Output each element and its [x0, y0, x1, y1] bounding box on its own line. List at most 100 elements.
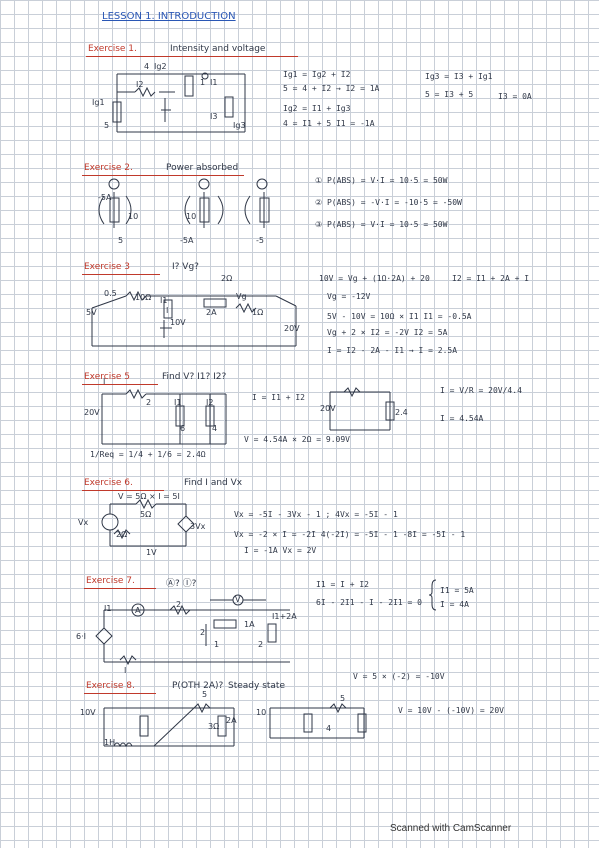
ex3-label-5v: 5V [86, 308, 97, 317]
ex1-label-i3: I3 [210, 112, 218, 121]
ex3-eq-6: I = I2 - 2A - I1 → I = 2.5A [327, 346, 458, 355]
ex1-label-4: 4 [144, 62, 150, 71]
ex5-label-20v: 20V [84, 408, 100, 417]
ex2-label-d: 10 [186, 212, 197, 221]
ex6-label-1v: 1V [146, 548, 157, 557]
ex7-label-v: V [235, 595, 241, 604]
ex1-eq-1: Ig1 = Ig2 + I2 [283, 70, 351, 79]
exercise-3-title: Exercise 3 [84, 262, 131, 272]
exercise-8-title: Exercise 8. [86, 681, 135, 691]
ex7-label-2c: 2 [258, 640, 264, 649]
exercise-7-underline [84, 588, 156, 589]
lesson-title: LESSON 1. INTRODUCTION [102, 11, 236, 22]
ex5-eq-3: I = 4.54A [440, 414, 484, 423]
ex1-label-ig2: Ig2 [154, 62, 167, 71]
exercise-2-subtitle: Power absorbed [166, 163, 239, 173]
ex7-label-1: 1 [214, 640, 220, 649]
exercise-6-circuit [101, 498, 195, 547]
ex8-voltage-note: V = 5 × (-2) = -10V [353, 672, 445, 681]
ex2-eq-2: ② P(ABS) = -V·I = -10·5 = -50W [315, 198, 462, 207]
ex3-label-i: I [166, 306, 169, 315]
ex7-label-2a: 2 [176, 600, 182, 609]
exercise-1-circuit [112, 72, 246, 133]
ex3-label-10ohm: 10Ω [135, 293, 152, 302]
ex2-label-c: 5 [118, 236, 124, 245]
exercise-1-subtitle: Intensity and voltage [170, 44, 266, 54]
ex2-label-e: -5A [180, 236, 194, 245]
ex3-eq-4: 5V - 10V = 10Ω × I1 I1 = -0.5A [327, 312, 472, 321]
ex2-label-b: 10 [128, 212, 139, 221]
ex3-eq-2: Vg = -12V [327, 292, 371, 301]
ex6-eq-2: Vx = -2 × I = -2I 4(-2I) = -5I - 1 -8I =… [234, 530, 466, 539]
ex1-eq-4: 4 = I1 + 5 I1 = -1A [283, 119, 375, 128]
ex8-label-5: 5 [202, 690, 208, 699]
ex8-label-5b: 5 [340, 694, 346, 703]
ex5-label-4: 4 [212, 424, 218, 433]
ex7-eq-1: I1 = I + I2 [316, 580, 369, 589]
exercise-2-underline [82, 175, 244, 176]
ex3-label-05: 0.5 [104, 289, 117, 298]
ex3-label-20v: 20V [284, 324, 300, 333]
ex6-eq-3: I = -1A Vx = 2V [244, 546, 317, 555]
exercise-5-title: Exercise 5 [84, 372, 131, 382]
ex6-label-2ohm: 2Ω [116, 530, 128, 539]
ex7-eq-2: 6I - 2I1 - I - 2I1 = 0 [316, 598, 422, 607]
exercise-5-circuit [101, 388, 227, 445]
ex8-label-10: 10 [256, 708, 267, 717]
ex7-label-i1-2a: I1+2A [272, 612, 297, 621]
ex8-label-2a: 2A [226, 716, 237, 725]
ex3-eq-1: 10V = Vg + (1Ω·2A) + 20 [319, 274, 430, 283]
ex6-label-v: V = 5Ω × I = 5I [118, 492, 180, 501]
ex2-label-f: -5 [256, 236, 264, 245]
ex3-label-vg: Vg [236, 292, 247, 301]
ex1-eq-3: Ig2 = I1 + Ig3 [283, 104, 351, 113]
ex8-label-4: 4 [326, 724, 332, 733]
ex3-eq-3: I2 = I1 + 2A + I [452, 274, 530, 283]
ex7-label-a: A [135, 606, 141, 615]
ex5-label-6: 6 [180, 424, 186, 433]
ex1-label-1: 1 [200, 78, 206, 87]
ex1-eq-7: I3 = 0A [498, 92, 532, 101]
exercise-5-underline [82, 384, 158, 385]
ex1-label-i2: I2 [136, 80, 144, 89]
ex3-label-2a: 2A [206, 308, 217, 317]
ex6-label-3vx: 3Vx [190, 522, 206, 531]
ex7-label-i: I [124, 666, 127, 675]
ex8-label-3ohm: 3Ω [208, 722, 220, 731]
exercise-2-circuits [98, 178, 270, 228]
ex3-label-2ohm: 2Ω [221, 274, 233, 283]
exercise-2-title: Exercise 2. [84, 163, 133, 173]
ex8-eq-1: V = 10V - (-10V) = 20V [398, 706, 504, 715]
scan-watermark: Scanned with CamScanner [390, 823, 512, 834]
ex1-label-i1: I1 [210, 78, 218, 87]
ex5-eq-2: I = V/R = 20V/4.4 [440, 386, 522, 395]
exercise-8-underline [84, 693, 156, 694]
ex5-label-equiv-20v: 20V [320, 404, 336, 413]
ex5-label-equiv-24: 2.4 [395, 408, 408, 417]
ex5-eq-1: I = I1 + I2 [252, 393, 305, 402]
ex5-label-i1: I1 [174, 398, 182, 407]
exercise-3-subtitle: I? Vg? [172, 262, 199, 272]
ex2-eq-1: ① P(ABS) = V·I = 10·5 = 50W [315, 176, 448, 185]
ex7-label-1a: 1A [244, 620, 255, 629]
exercise-5-equivalent-circuit [329, 387, 395, 431]
ex6-eq-1: Vx = -5I - 3Vx - 1 ; 4Vx = -5I - 1 [234, 510, 398, 519]
ex1-label-ig3: Ig3 [233, 121, 246, 130]
exercise-1-underline [86, 56, 298, 57]
ex6-label-vx: Vx [78, 518, 89, 527]
ex6-label-5ohm: 5Ω [140, 510, 152, 519]
ex5-label-i: I [103, 377, 106, 386]
exercise-1-title: Exercise 1. [88, 44, 137, 54]
ex5-eq-4: V = 4.54A × 2Ω = 9.09V [244, 435, 350, 444]
exercise-3-underline [82, 274, 160, 275]
exercise-8-circuit [103, 703, 235, 748]
exercise-7-title: Exercise 7. [86, 576, 135, 586]
ex2-eq-3: ③ P(ABS) = V·I = 10·5 = 50W [315, 220, 448, 229]
exercise-6-subtitle: Find I and Vx [184, 478, 243, 488]
exercise-8-subtitle-2: Steady state [228, 681, 285, 691]
exercise-6-title: Exercise 6. [84, 478, 133, 488]
ex5-label-2: 2 [146, 398, 152, 407]
ex1-eq-2: 5 = 4 + I2 → I2 = 1A [283, 84, 380, 93]
ex8-label-1h: 1H [104, 738, 116, 747]
